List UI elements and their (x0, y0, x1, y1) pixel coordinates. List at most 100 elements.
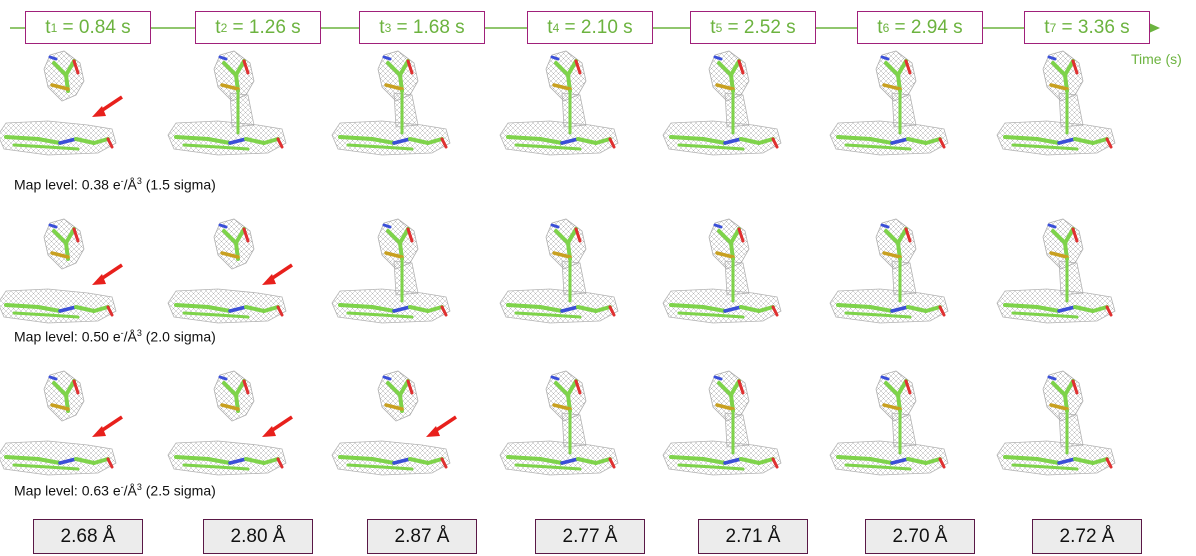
bond (242, 379, 250, 395)
mesh-line (997, 289, 998, 323)
bond (64, 227, 76, 245)
mesh-line (663, 289, 679, 323)
bond (566, 379, 578, 397)
mesh-line (709, 219, 710, 269)
bond (106, 137, 114, 149)
bond (1011, 311, 1049, 317)
mesh-line (214, 219, 215, 269)
mesh-line (68, 371, 84, 421)
bond (182, 311, 220, 317)
bond (576, 457, 598, 465)
mesh-line (1043, 51, 1059, 101)
mesh-line (1059, 93, 1083, 127)
mesh-line (1072, 121, 1108, 155)
mesh-line (709, 51, 725, 101)
mesh-line (663, 121, 684, 155)
mesh-line (1062, 51, 1083, 101)
mesh-line (693, 441, 729, 475)
mesh-line (240, 93, 254, 127)
mesh-line (572, 261, 586, 295)
mesh-line (402, 371, 418, 421)
mesh-line (546, 51, 562, 101)
mesh-line (108, 289, 116, 323)
mesh-line (168, 289, 189, 323)
bond (228, 457, 248, 465)
bond (1057, 137, 1077, 145)
mesh-line (397, 51, 418, 101)
mesh-line (900, 121, 936, 155)
mesh-line (709, 51, 710, 101)
mesh-line (44, 371, 50, 421)
mesh-line (876, 371, 912, 421)
mesh-line (238, 289, 274, 323)
mesh-line (392, 371, 418, 421)
mesh-line (546, 219, 557, 269)
mesh-line (1069, 413, 1083, 447)
mesh-line (243, 219, 254, 269)
mesh-line (830, 289, 846, 323)
mesh-line (1027, 289, 1063, 323)
mesh-line (500, 121, 511, 155)
mesh-line (214, 51, 254, 101)
mesh-line (876, 51, 877, 101)
mesh-line (447, 441, 450, 475)
bond (398, 379, 410, 397)
mesh-line (546, 51, 577, 101)
mesh-line (1043, 371, 1044, 421)
bond (566, 227, 578, 245)
mesh-line (997, 441, 998, 475)
mesh-line (892, 261, 916, 295)
mesh-line (709, 371, 710, 421)
density-panel (829, 370, 949, 476)
mesh-line (1043, 51, 1064, 101)
mesh-line (709, 219, 715, 269)
bond (1073, 305, 1095, 313)
bond (106, 305, 114, 317)
mesh-line (214, 371, 235, 421)
mesh-line (223, 121, 259, 155)
mesh-line (778, 289, 781, 323)
mesh-line (830, 441, 841, 475)
mesh-line (575, 371, 586, 421)
mesh-line (397, 371, 418, 421)
mesh-line (709, 219, 710, 269)
mesh-line (663, 289, 664, 323)
bond (669, 303, 705, 309)
mesh-line (44, 371, 60, 421)
bond (52, 229, 68, 245)
mesh-line (1057, 51, 1083, 101)
mesh-line (332, 289, 338, 323)
mesh-line (997, 121, 1008, 155)
mesh-line (332, 289, 333, 323)
mesh-line (168, 121, 174, 155)
mesh-line (892, 261, 913, 295)
mesh-line (1059, 261, 1080, 295)
mesh-line (332, 121, 343, 155)
mesh-line (414, 261, 418, 295)
density-panel (829, 50, 949, 156)
bond (242, 59, 250, 75)
bond (72, 59, 80, 75)
mesh-line (745, 413, 749, 447)
mesh-line (560, 219, 586, 269)
bond (717, 61, 733, 77)
mesh-line (876, 371, 887, 421)
mesh-line (500, 441, 521, 475)
mesh-line (278, 121, 286, 155)
mesh-line (773, 121, 781, 155)
mesh-line (709, 219, 749, 269)
mesh-line (912, 413, 916, 447)
bond (1049, 83, 1069, 91)
mesh-hatch (230, 93, 254, 127)
mesh-line (238, 219, 254, 269)
mesh-line (546, 219, 567, 269)
mesh-line (830, 121, 851, 155)
mesh-line (562, 93, 583, 127)
bond (408, 305, 430, 313)
cube-sup: 3 (136, 328, 142, 338)
bond (550, 223, 560, 229)
mesh-line (610, 121, 618, 155)
mesh-line (830, 441, 851, 475)
mesh-line (577, 261, 586, 295)
